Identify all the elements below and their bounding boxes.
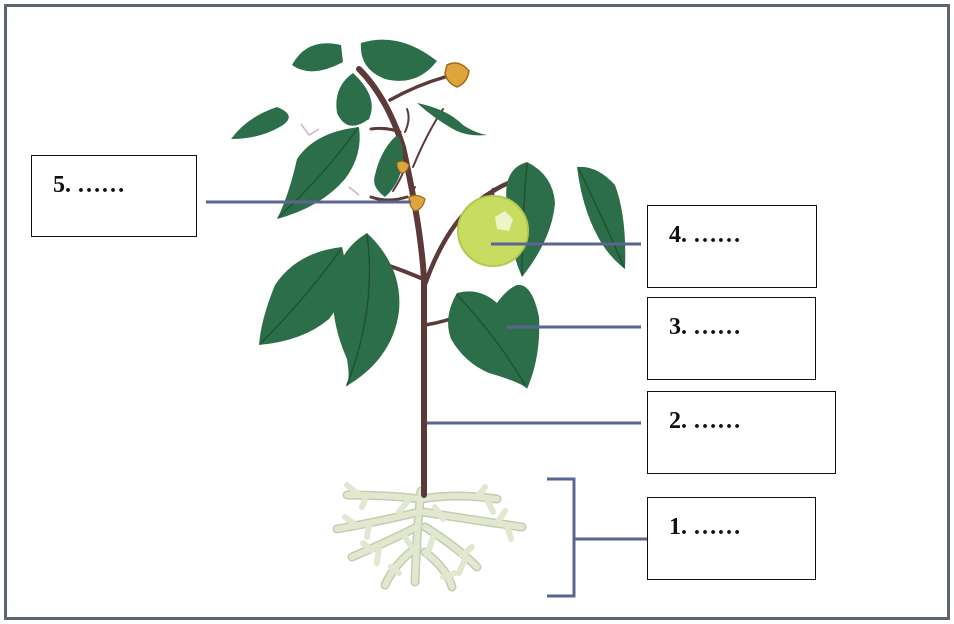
leaves [231, 39, 626, 389]
root-bracket [547, 477, 576, 598]
label-2-text: 2. …… [669, 408, 741, 434]
label-box-1[interactable]: 1. …… [647, 497, 816, 580]
label-box-2[interactable]: 2. …… [647, 391, 836, 474]
label-box-4[interactable]: 4. …… [647, 205, 817, 288]
leader-lines [206, 200, 647, 598]
fruit [457, 195, 529, 267]
plant-diagram [206, 39, 647, 598]
label-box-3[interactable]: 3. …… [647, 297, 816, 380]
label-box-5[interactable]: 5. …… [31, 155, 197, 237]
label-4-text: 4. …… [669, 222, 741, 248]
label-3-text: 3. …… [669, 314, 741, 340]
roots [332, 482, 527, 592]
label-1-text: 1. …… [669, 514, 741, 540]
flowers [300, 62, 470, 212]
diagram-frame: 5. …… 4. …… 3. …… 2. …… 1. …… [4, 4, 950, 620]
label-5-text: 5. …… [53, 172, 125, 198]
leaf-veins [260, 128, 625, 386]
